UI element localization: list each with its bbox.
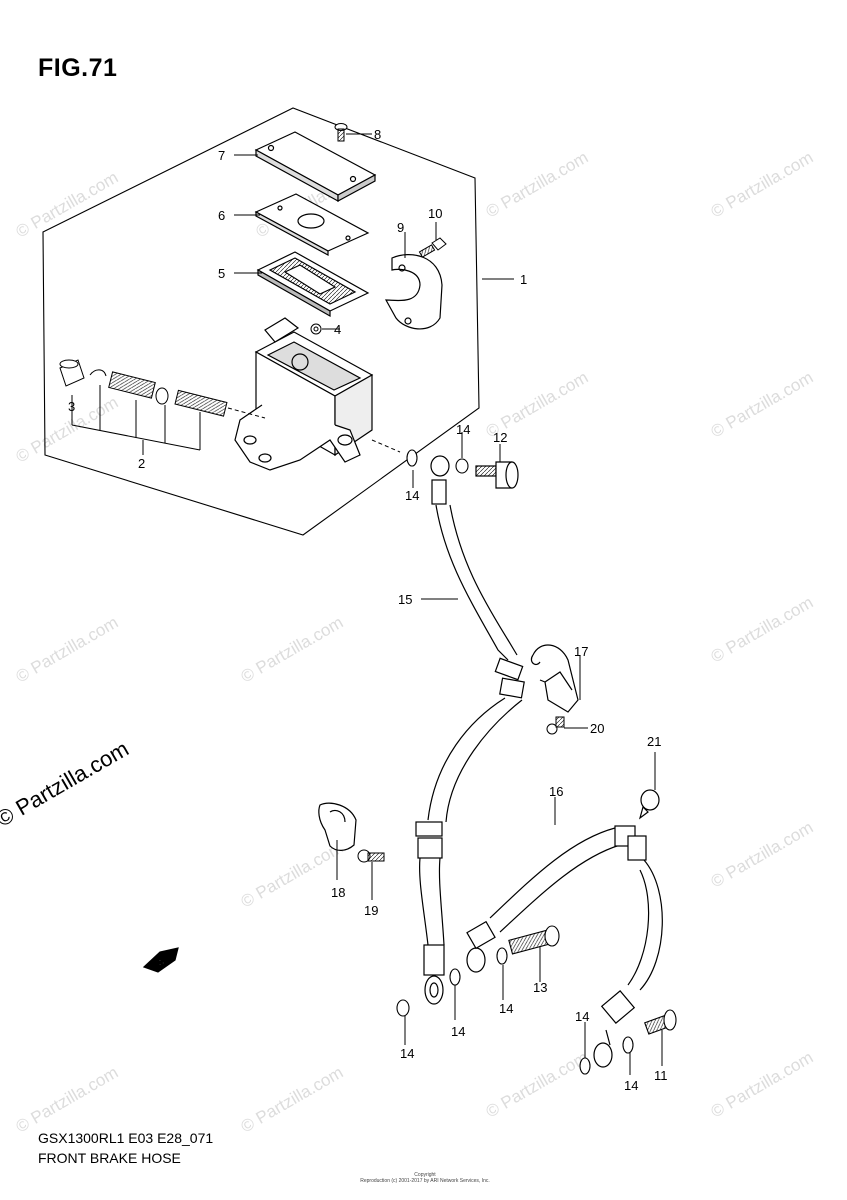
hose-clamp-part (318, 802, 357, 851)
hose-clip-part (638, 789, 660, 820)
washer-part (406, 449, 418, 467)
master-cylinder-body (234, 317, 374, 471)
clamp-part (384, 254, 443, 330)
bolt-part (357, 849, 385, 863)
washer-part (496, 947, 508, 965)
copyright-notice: Copyright Reproduction (c) 2001-2017 by … (360, 1172, 490, 1184)
reservoir-cap-part (254, 131, 377, 203)
leader-lines (71, 385, 401, 455)
callout-11: 11 (654, 1068, 668, 1083)
callout-17: 17 (574, 644, 588, 659)
callout-3: 3 (68, 399, 75, 414)
callout-10: 10 (428, 206, 442, 221)
washer-part (396, 999, 410, 1017)
banjo-bolt-part (508, 925, 560, 955)
callout-leaders (234, 133, 663, 1075)
callout-14-a: 14 (456, 422, 470, 437)
callout-18: 18 (331, 885, 345, 900)
nut-part (310, 323, 322, 335)
callout-6: 6 (218, 208, 225, 223)
diaphragm-part (256, 251, 370, 318)
callout-21: 21 (647, 734, 661, 749)
assembly-outline (42, 107, 480, 536)
washer-part (449, 968, 461, 986)
figure-code: GSX1300RL1 E03 E28_071 (38, 1130, 214, 1146)
callout-13: 13 (533, 980, 547, 995)
callout-14-g: 14 (624, 1078, 638, 1093)
callout-14-b: 14 (405, 488, 419, 503)
callout-14-e: 14 (400, 1046, 414, 1061)
callout-14-d: 14 (499, 1001, 513, 1016)
screw-part (334, 123, 348, 142)
callout-7: 7 (218, 148, 225, 163)
callout-8: 8 (374, 127, 381, 142)
callout-15: 15 (398, 592, 412, 607)
washer-part (579, 1057, 591, 1075)
callout-16: 16 (549, 784, 563, 799)
washer-part (622, 1036, 634, 1054)
callout-1: 1 (520, 272, 527, 287)
bolt-part (546, 716, 565, 735)
callout-9: 9 (397, 220, 404, 235)
figure-caption: FRONT BRAKE HOSE (38, 1150, 181, 1166)
callout-20: 20 (590, 721, 604, 736)
callout-14-c: 14 (451, 1024, 465, 1039)
callout-2: 2 (138, 456, 145, 471)
callout-4: 4 (334, 322, 341, 337)
diaphragm-plate-part (254, 193, 370, 257)
figure-title: FIG.71 (38, 54, 118, 82)
callout-14-f: 14 (575, 1009, 589, 1024)
callout-5: 5 (218, 266, 225, 281)
lower-brake-hose (466, 825, 663, 1068)
callout-12: 12 (493, 430, 507, 445)
forward-arrow-icon: FWD (142, 947, 179, 973)
copyright-line: Reproduction (c) 2001-2017 by ARI Networ… (360, 1178, 490, 1184)
upper-brake-hose (415, 455, 525, 1005)
callout-labels: 1 2 3 4 5 6 7 8 9 10 11 12 13 14 14 14 1… (68, 127, 668, 1093)
bolt-part (418, 237, 447, 258)
banjo-bolt-part (644, 1009, 677, 1035)
callout-19: 19 (364, 903, 378, 918)
piston-set (59, 359, 228, 417)
hose-bracket-part (530, 644, 579, 713)
washer-part (455, 458, 469, 474)
copyright-line: Copyright (414, 1172, 436, 1178)
banjo-bolt-part (475, 461, 519, 489)
